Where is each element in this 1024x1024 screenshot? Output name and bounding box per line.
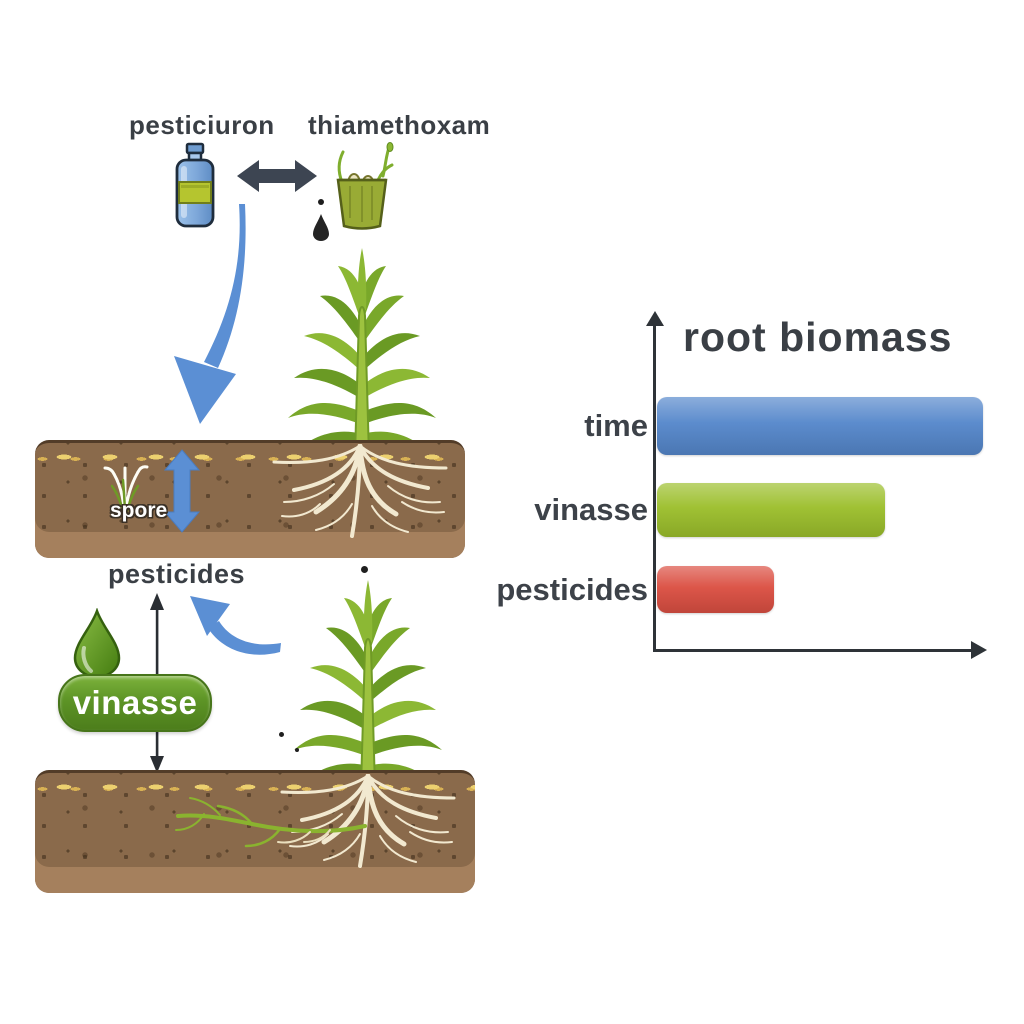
thiamethoxam-seedling-pot-icon	[336, 142, 394, 230]
vinasse-droplet-icon	[73, 608, 121, 679]
pesticides-label: pesticides	[108, 559, 246, 589]
speck-dot	[295, 748, 299, 752]
bar-pesticides	[657, 566, 774, 613]
bar-label-pesticides: pesticides	[496, 571, 648, 607]
uptake-curved-arrow-icon	[190, 596, 281, 655]
chart-bar-row: time	[478, 397, 998, 455]
exchange-arrow-icon	[237, 160, 317, 192]
vinasse-badge-label: vinasse	[72, 684, 198, 721]
y-axis	[653, 324, 656, 651]
spore-label: spore	[110, 499, 168, 522]
soil-exchange-arrow-icon	[163, 449, 201, 533]
sugarcane-plant-icon	[285, 247, 439, 456]
speck-dot	[361, 566, 368, 573]
root-system-icon	[250, 444, 470, 544]
green-lateral-root-icon	[175, 797, 367, 848]
bar-vinasse	[657, 483, 885, 537]
thiamethoxam-label: thiamethoxam	[308, 110, 491, 140]
x-axis-arrowhead-icon	[971, 641, 987, 659]
chart-bar-row: vinasse	[478, 483, 998, 537]
flow-down-arrow-icon	[174, 204, 246, 424]
vinasse-badge: vinasse	[58, 674, 212, 732]
sugarcane-plant-icon	[291, 579, 445, 788]
speck-dot	[279, 732, 284, 737]
bar-label-time: time	[584, 408, 648, 443]
y-axis-arrowhead-icon	[646, 311, 664, 326]
chart-title: root biomass	[683, 314, 953, 360]
chart-rows: time vinasse pesticides	[478, 397, 998, 613]
bar-label-vinasse: vinasse	[534, 492, 648, 527]
pesticide-bottle-icon	[175, 142, 215, 228]
x-axis	[653, 649, 975, 652]
pesticiuron-label: pesticiuron	[129, 110, 275, 140]
bar-time	[657, 397, 983, 455]
chart-bar-row: pesticides	[478, 566, 998, 613]
spore-sprout-icon	[103, 465, 149, 520]
drip-icon	[313, 199, 329, 241]
